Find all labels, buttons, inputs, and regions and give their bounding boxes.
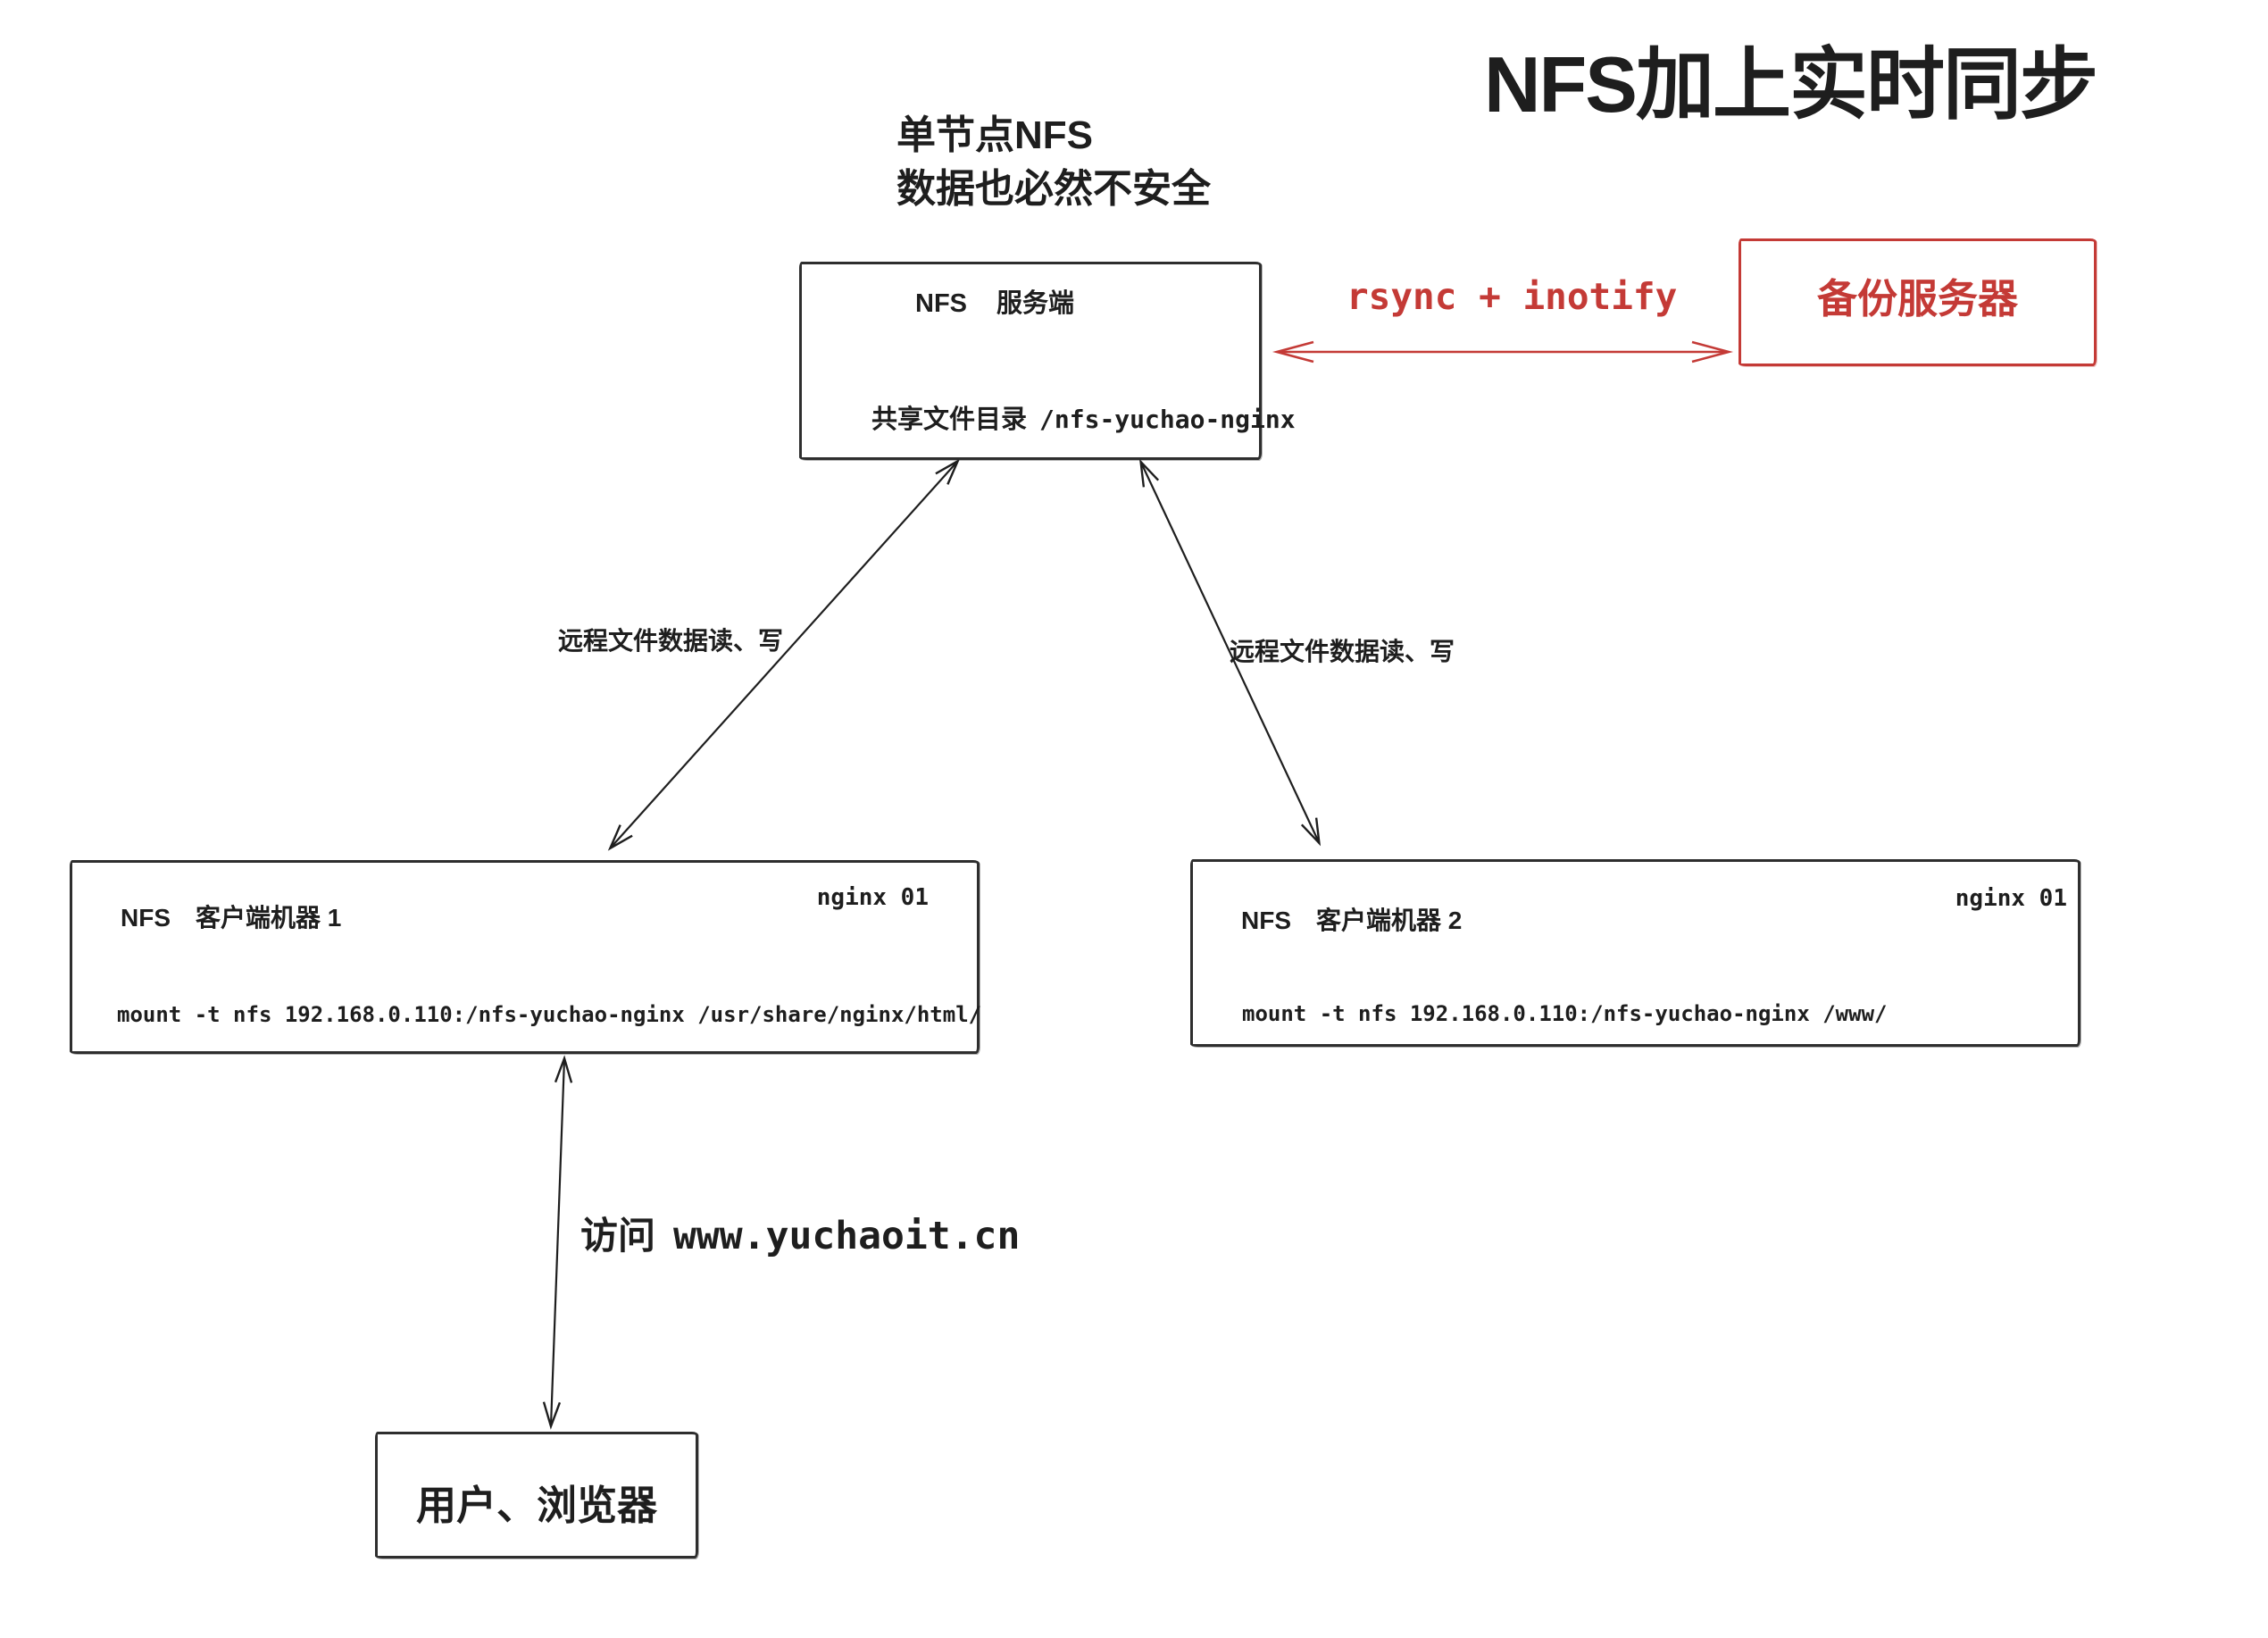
- user-browser-box: 用户、浏览器: [375, 1432, 698, 1559]
- nfs-server-title-role: 服务端: [996, 289, 1075, 318]
- single-node-note: 单节点NFS 数据也必然不安全: [896, 109, 1211, 216]
- nfs-client1-title-nfs: NFS: [121, 904, 171, 932]
- nfs-client2-title-role: 客户端机器 2: [1316, 907, 1463, 934]
- note-line-1: 单节点NFS: [896, 113, 1093, 157]
- nfs-client1-box: NFS 客户端机器 1 nginx 01 mount -t nfs 192.16…: [70, 860, 982, 1054]
- nfs-client2-box: NFS 客户端机器 2 nginx 01 mount -t nfs 192.16…: [1190, 859, 2080, 1047]
- access-url: www.yuchaoit.cn: [673, 1214, 1021, 1258]
- access-url-label: 访问 www.yuchaoit.cn: [580, 1206, 1020, 1260]
- backup-server-label: 备份服务器: [1816, 276, 2018, 322]
- shared-directory-path: /nfs-yuchao-nginx: [1039, 405, 1296, 434]
- nginx-badge-client2: nginx 01: [1955, 885, 2067, 912]
- edge-label-client2: 远程文件数据读、写: [1230, 638, 1455, 665]
- nfs-server-box: NFS 服务端 共享文件目录 /nfs-yuchao-nginx: [799, 262, 1296, 460]
- nginx-badge-client1: nginx 01: [816, 884, 929, 911]
- edge-client1-user: [542, 1055, 573, 1430]
- nfs-server-title: NFS 服务端: [915, 282, 1074, 320]
- nfs-client1-title-role: 客户端机器 1: [196, 904, 342, 932]
- user-browser-label: 用户、浏览器: [415, 1482, 657, 1528]
- shared-directory-line: 共享文件目录 /nfs-yuchao-nginx: [871, 398, 1296, 436]
- rsync-inotify-label: rsync + inotify: [1347, 275, 1678, 318]
- page-title: NFS加上实时同步: [1484, 40, 2098, 129]
- nfs-client1-title: NFS 客户端机器 1: [121, 898, 341, 934]
- shared-directory-label: 共享文件目录: [871, 405, 1028, 434]
- edge-label-client1: 远程文件数据读、写: [558, 627, 784, 655]
- mount-command-client2: mount -t nfs 192.168.0.110:/nfs-yuchao-n…: [1242, 1001, 1888, 1026]
- mount-command-client1: mount -t nfs 192.168.0.110:/nfs-yuchao-n…: [117, 1002, 982, 1027]
- backup-server-box: 备份服务器: [1739, 238, 2097, 366]
- nfs-client2-title: NFS 客户端机器 2: [1241, 901, 1462, 937]
- nfs-server-title-nfs: NFS: [915, 289, 967, 318]
- access-prefix: 访问: [580, 1215, 656, 1257]
- note-line-2: 数据也必然不安全: [896, 167, 1211, 211]
- nfs-client2-title-nfs: NFS: [1241, 907, 1291, 934]
